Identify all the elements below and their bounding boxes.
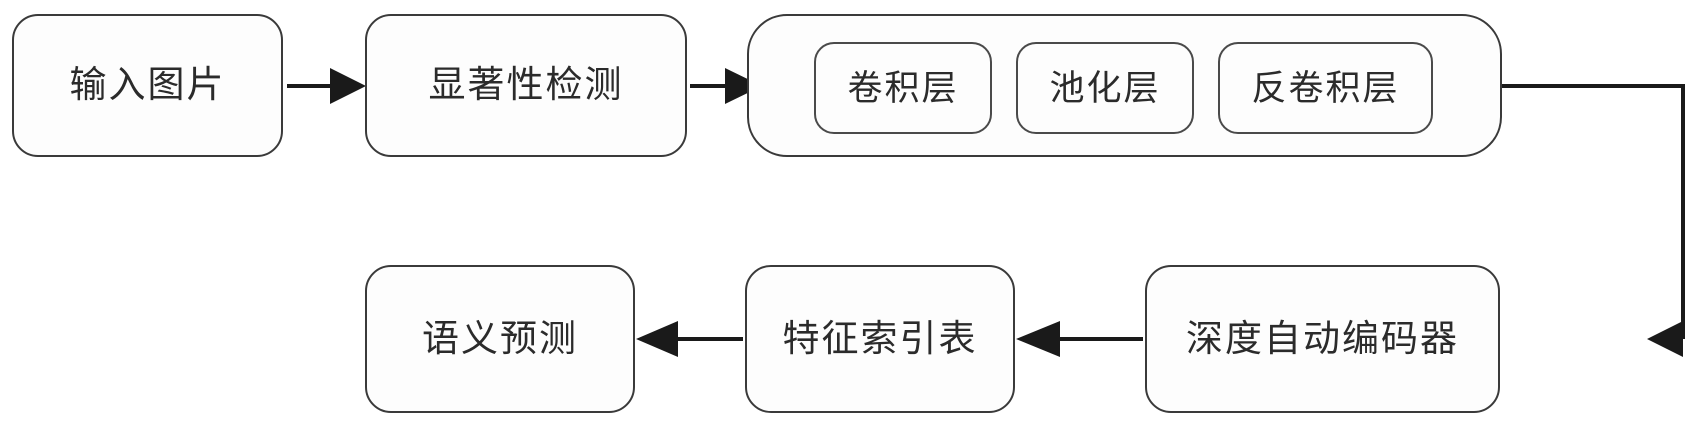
edge-input-to-saliency: [287, 68, 366, 104]
node-input-image[interactable]: 输入图片: [12, 14, 283, 157]
node-semantic-prediction[interactable]: 语义预测: [365, 265, 635, 413]
edge-group-to-autoencoder: [1502, 84, 1685, 357]
node-deep-autoencoder[interactable]: 深度自动编码器: [1145, 265, 1500, 413]
node-conv-layer[interactable]: 卷积层: [814, 42, 992, 134]
group-network-layers[interactable]: 卷积层 池化层 反卷积层: [747, 14, 1502, 157]
node-feature-index-table[interactable]: 特征索引表: [745, 265, 1015, 413]
node-label-conv-layer: 卷积层: [847, 68, 959, 108]
node-label-deconv-layer: 反卷积层: [1251, 68, 1400, 108]
node-label-semantic-prediction: 语义预测: [422, 318, 578, 360]
node-label-feature-index-table: 特征索引表: [782, 318, 978, 360]
edge-autoencoder-to-table: [1016, 321, 1143, 357]
node-label-pooling-layer: 池化层: [1049, 68, 1161, 108]
node-saliency-detection[interactable]: 显著性检测: [365, 14, 687, 157]
node-deconv-layer[interactable]: 反卷积层: [1218, 42, 1433, 134]
edge-table-to-prediction: [636, 321, 743, 357]
node-label-input-image: 输入图片: [69, 65, 226, 106]
node-pooling-layer[interactable]: 池化层: [1016, 42, 1194, 134]
node-label-deep-autoencoder: 深度自动编码器: [1186, 318, 1459, 360]
node-label-saliency-detection: 显著性检测: [428, 65, 624, 106]
